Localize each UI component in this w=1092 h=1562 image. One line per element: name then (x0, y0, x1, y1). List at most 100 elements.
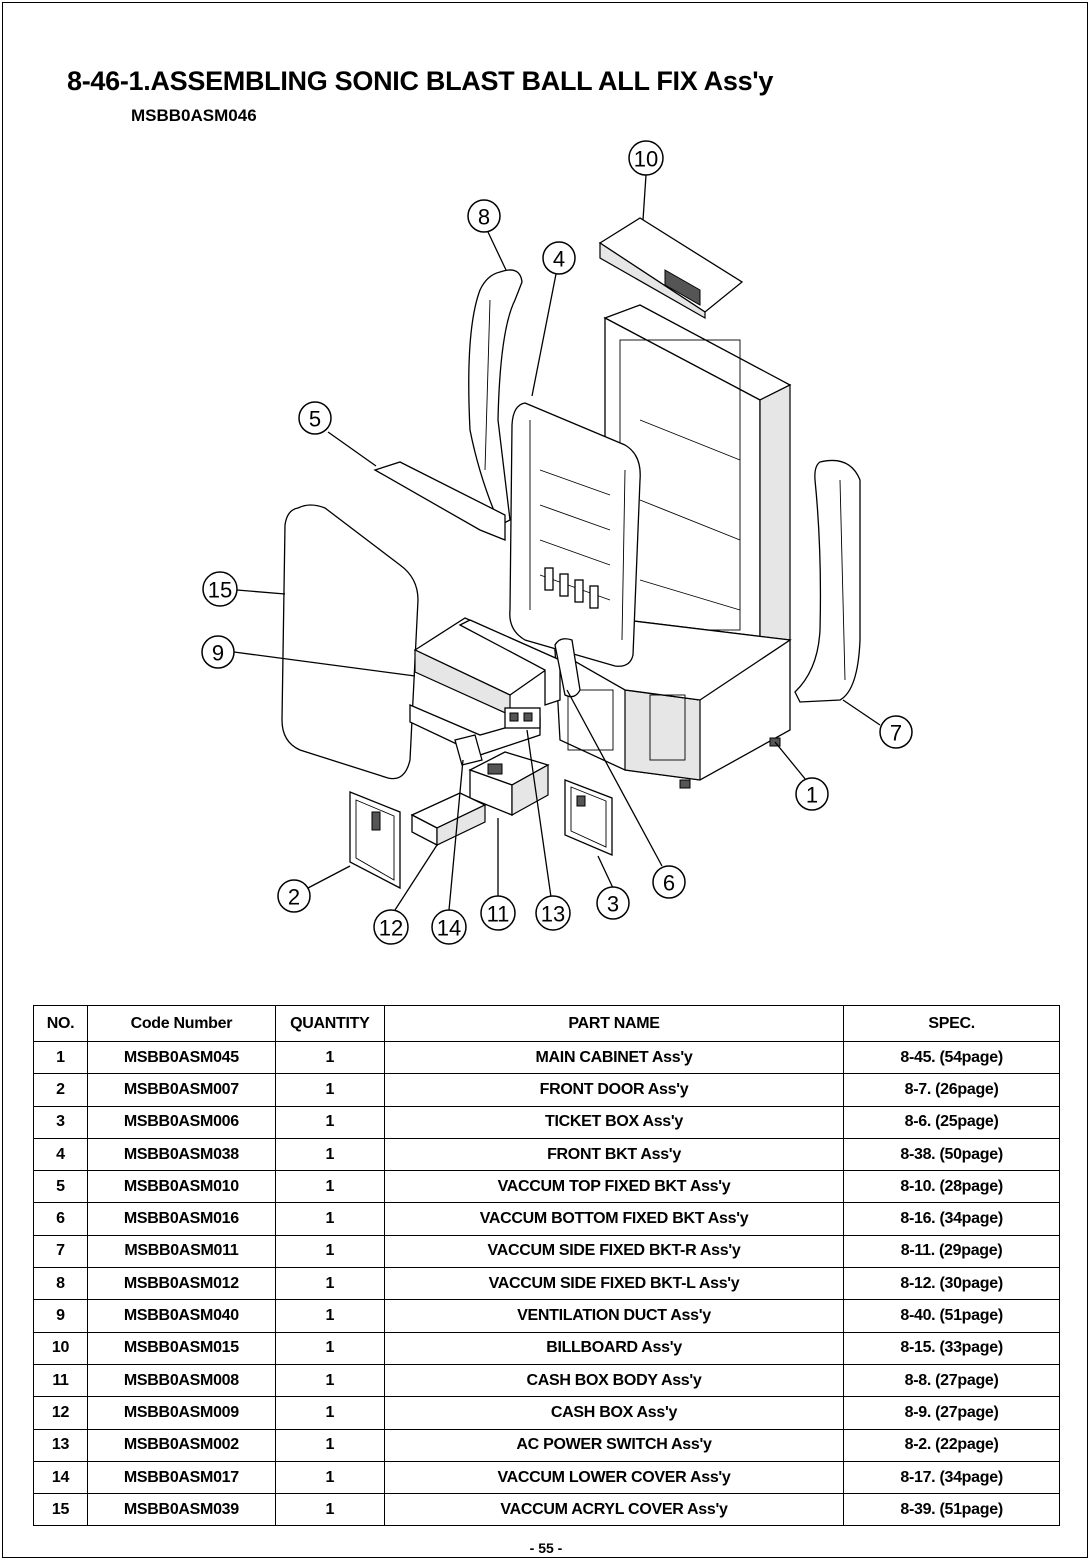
callout-12: 12 (373, 909, 409, 945)
cell-part-name: VACCUM BOTTOM FIXED BKT Ass'y (383, 1202, 845, 1236)
cell-part-name: TICKET BOX Ass'y (383, 1105, 845, 1139)
svg-text:13: 13 (541, 902, 565, 927)
cell-quantity: 1 (274, 1202, 385, 1236)
cell-code-number: MSBB0ASM038 (86, 1137, 276, 1172)
callout-6: 6 (652, 865, 686, 899)
cell-no: 9 (33, 1299, 88, 1333)
svg-text:10: 10 (634, 147, 658, 172)
ventilation-duct-drawing (413, 617, 562, 716)
vaccum-lower-cover-drawing (409, 704, 541, 766)
cell-no: 6 (33, 1202, 88, 1236)
cell-no: 12 (33, 1396, 88, 1430)
cell-code-number: MSBB0ASM010 (86, 1170, 276, 1204)
svg-text:5: 5 (309, 407, 321, 432)
cell-part-name: CASH BOX BODY Ass'y (383, 1363, 845, 1398)
cell-spec: 8-7. (26page) (843, 1073, 1060, 1107)
cell-quantity: 1 (274, 1331, 385, 1365)
assembly-code: MSBB0ASM046 (131, 106, 257, 125)
cell-part-name: VENTILATION DUCT Ass'y (383, 1299, 845, 1333)
svg-text:3: 3 (607, 892, 619, 917)
exploded-assembly-diagram: 1 2 3 4 5 6 7 8 9 10 11 12 (201, 140, 913, 945)
callout-5: 5 (298, 401, 332, 435)
svg-text:12: 12 (379, 916, 403, 941)
cell-no: 10 (33, 1331, 88, 1365)
cell-code-number: MSBB0ASM015 (86, 1331, 276, 1365)
cell-part-name: VACCUM TOP FIXED BKT Ass'y (383, 1170, 845, 1204)
callout-3: 3 (596, 886, 630, 920)
cell-code-number: MSBB0ASM008 (86, 1363, 276, 1398)
svg-text:9: 9 (212, 641, 224, 666)
cash-box-body-drawing (468, 751, 550, 817)
cell-spec: 8-8. (27page) (843, 1363, 1060, 1398)
cell-spec: 8-10. (28page) (843, 1170, 1060, 1204)
header-spec: SPEC. (843, 1005, 1060, 1042)
parts-table: NO. Code Number QUANTITY PART NAME SPEC.… (33, 1005, 1060, 1527)
cell-code-number: MSBB0ASM002 (86, 1428, 276, 1462)
cell-spec: 8-16. (34page) (843, 1202, 1060, 1236)
cell-no: 13 (33, 1428, 88, 1462)
header-no: NO. (33, 1005, 88, 1042)
header-quantity: QUANTITY (274, 1005, 385, 1042)
svg-text:7: 7 (890, 721, 902, 746)
cell-code-number: MSBB0ASM016 (86, 1202, 276, 1236)
cell-part-name: VACCUM ACRYL COVER Ass'y (383, 1493, 845, 1527)
cell-no: 14 (33, 1460, 88, 1495)
callout-7: 7 (879, 715, 913, 749)
cell-spec: 8-45. (54page) (843, 1040, 1060, 1075)
ticket-box-drawing (564, 779, 613, 856)
cell-no: 8 (33, 1267, 88, 1301)
front-door-drawing (349, 791, 401, 890)
callout-15: 15 (202, 571, 238, 607)
callout-10: 10 (628, 140, 664, 176)
cell-code-number: MSBB0ASM011 (86, 1234, 276, 1269)
cell-spec: 8-11. (29page) (843, 1234, 1060, 1269)
cell-code-number: MSBB0ASM009 (86, 1396, 276, 1430)
callout-2: 2 (277, 879, 311, 913)
cell-spec: 8-17. (34page) (843, 1460, 1060, 1495)
callout-4: 4 (542, 241, 576, 275)
svg-text:8: 8 (478, 205, 490, 230)
table-header-row: NO. Code Number QUANTITY PART NAME SPEC. (33, 1005, 1060, 1042)
cell-part-name: MAIN CABINET Ass'y (383, 1040, 845, 1075)
cell-part-name: BILLBOARD Ass'y (383, 1331, 845, 1365)
cell-code-number: MSBB0ASM006 (86, 1105, 276, 1139)
cell-spec: 8-40. (51page) (843, 1299, 1060, 1333)
callout-1: 1 (795, 777, 829, 811)
acryl-cover-drawing (281, 504, 419, 780)
side-bkt-left-drawing (468, 269, 523, 526)
svg-text:15: 15 (208, 578, 232, 603)
billboard-drawing (598, 217, 744, 320)
cell-no: 7 (33, 1234, 88, 1269)
leader-lines (233, 174, 881, 911)
callout-13: 13 (535, 895, 571, 931)
cell-part-name: VACCUM LOWER COVER Ass'y (383, 1460, 845, 1495)
cell-part-name: VACCUM SIDE FIXED BKT-L Ass'y (383, 1267, 845, 1301)
callout-8: 8 (467, 199, 501, 233)
cell-quantity: 1 (274, 1170, 385, 1204)
top-bkt-drawing (373, 461, 506, 541)
cell-spec: 8-12. (30page) (843, 1267, 1060, 1301)
cell-no: 3 (33, 1105, 88, 1139)
cell-quantity: 1 (274, 1396, 385, 1430)
cell-code-number: MSBB0ASM007 (86, 1073, 276, 1107)
cell-quantity: 1 (274, 1428, 385, 1462)
cell-part-name: FRONT DOOR Ass'y (383, 1073, 845, 1107)
callout-11: 11 (480, 895, 516, 931)
cell-code-number: MSBB0ASM017 (86, 1460, 276, 1495)
svg-text:6: 6 (663, 871, 675, 896)
cell-no: 1 (33, 1040, 88, 1075)
ac-power-switch-drawing (504, 707, 541, 729)
cell-spec: 8-15. (33page) (843, 1331, 1060, 1365)
cell-quantity: 1 (274, 1040, 385, 1075)
cell-no: 2 (33, 1073, 88, 1107)
